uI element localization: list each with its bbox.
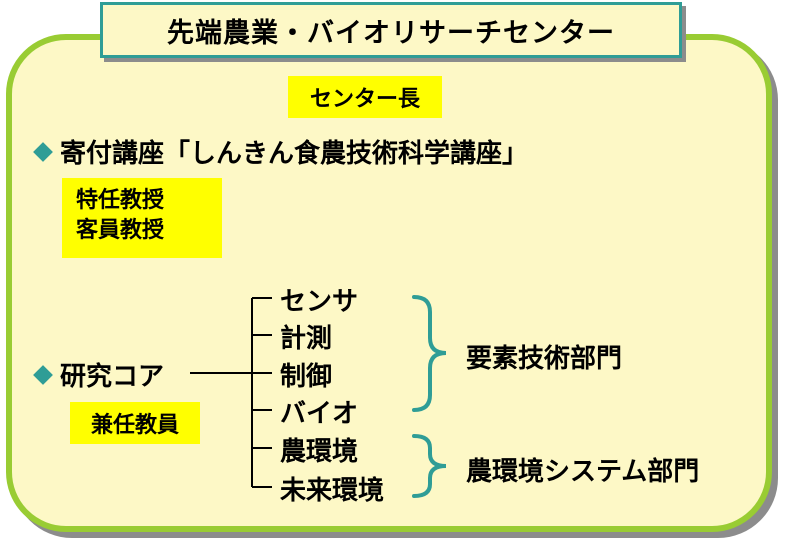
field-label-future-env: 未来環境	[280, 476, 385, 506]
field-label-control: 制御	[280, 362, 333, 392]
endowed-course-label: 寄付講座「しんきん食農技術科学講座」	[60, 139, 529, 169]
director-box: センター長	[288, 76, 442, 118]
brace-element-tech	[412, 295, 447, 412]
position-label: 客員教授	[76, 218, 165, 243]
department-label-tech: 要素技術部門	[466, 344, 623, 374]
position-label: 特任教授	[76, 188, 165, 213]
field-label-bio: バイオ	[280, 399, 359, 429]
department-label-agri-env: 農環境システム部門	[466, 457, 700, 487]
research-core-heading: 研究コア	[28, 356, 164, 393]
field-label-agri-env: 農環境	[280, 437, 359, 467]
field-label-sensor: センサ	[280, 287, 359, 317]
field-label-measurement: 計測	[280, 324, 333, 354]
brace-agri-env	[412, 434, 447, 498]
endowed-course-heading: 寄付講座「しんきん食農技術科学講座」	[28, 133, 528, 170]
page-title: 先端農業・バイオリサーチセンター	[100, 2, 682, 58]
professor-box: 特任教授 客員教授	[62, 178, 222, 258]
research-core-label: 研究コア	[60, 362, 165, 392]
concurrent-staff-box: 兼任教員	[70, 402, 200, 444]
